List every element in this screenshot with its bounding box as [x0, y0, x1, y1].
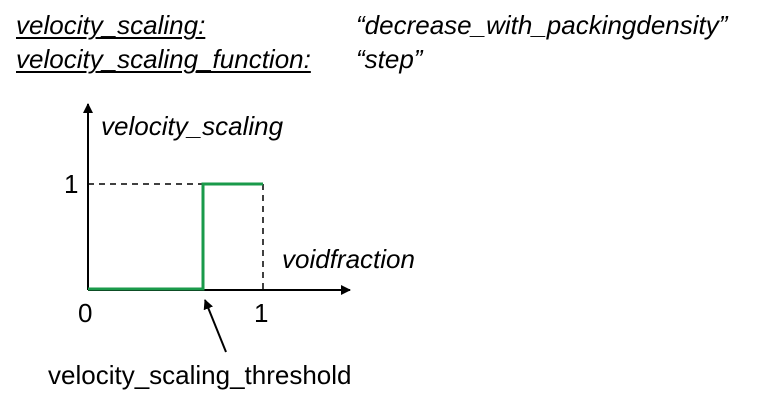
x-tick-label-zero: 0 — [78, 298, 92, 328]
parameter-value-velocity-scaling: “decrease_with_packingdensity” — [356, 10, 728, 40]
threshold-annotation: velocity_scaling_threshold — [48, 360, 352, 390]
parameter-name-velocity-scaling-function: velocity_scaling_function: — [16, 44, 311, 74]
parameter-value-velocity-scaling-function: “step” — [356, 44, 423, 74]
x-axis-label: voidfraction — [282, 244, 415, 274]
y-tick-label-one: 1 — [64, 169, 78, 199]
parameter-name-velocity-scaling: velocity_scaling: — [16, 10, 206, 40]
step-function-line — [88, 182, 263, 291]
x-tick-label-one: 1 — [254, 298, 268, 328]
y-axis-label: velocity_scaling — [101, 111, 284, 141]
threshold-pointer-arrow — [203, 299, 227, 353]
